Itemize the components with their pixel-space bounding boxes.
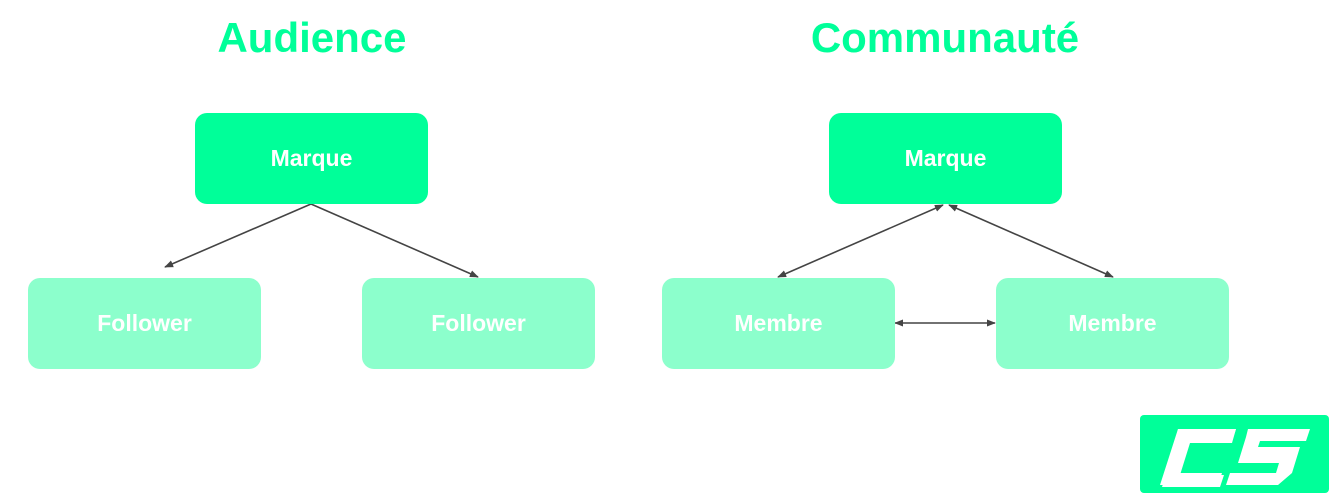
communaute-membre-right-label: Membre <box>1068 310 1157 336</box>
communaute-title: Communauté <box>810 14 1080 61</box>
audience-follower-right-label: Follower <box>431 310 526 336</box>
audience-marque-box: Marque <box>195 113 428 204</box>
audience-arrow-right <box>310 203 479 278</box>
communaute-membre-left-label: Membre <box>734 310 823 336</box>
communaute-arrow-right <box>948 204 1114 278</box>
cs-logo-icon <box>1140 415 1329 493</box>
audience-marque-label: Marque <box>270 145 353 171</box>
audience-follower-left-label: Follower <box>97 310 192 336</box>
communaute-arrow-left <box>777 204 944 278</box>
audience-follower-left-box: Follower <box>28 278 261 369</box>
communaute-marque-box: Marque <box>829 113 1062 204</box>
communaute-membre-left-box: Membre <box>662 278 895 369</box>
communaute-marque-label: Marque <box>904 145 987 171</box>
audience-follower-right-box: Follower <box>362 278 595 369</box>
audience-title: Audience <box>217 14 407 61</box>
audience-arrow-left <box>164 203 312 268</box>
communaute-membre-right-box: Membre <box>996 278 1229 369</box>
